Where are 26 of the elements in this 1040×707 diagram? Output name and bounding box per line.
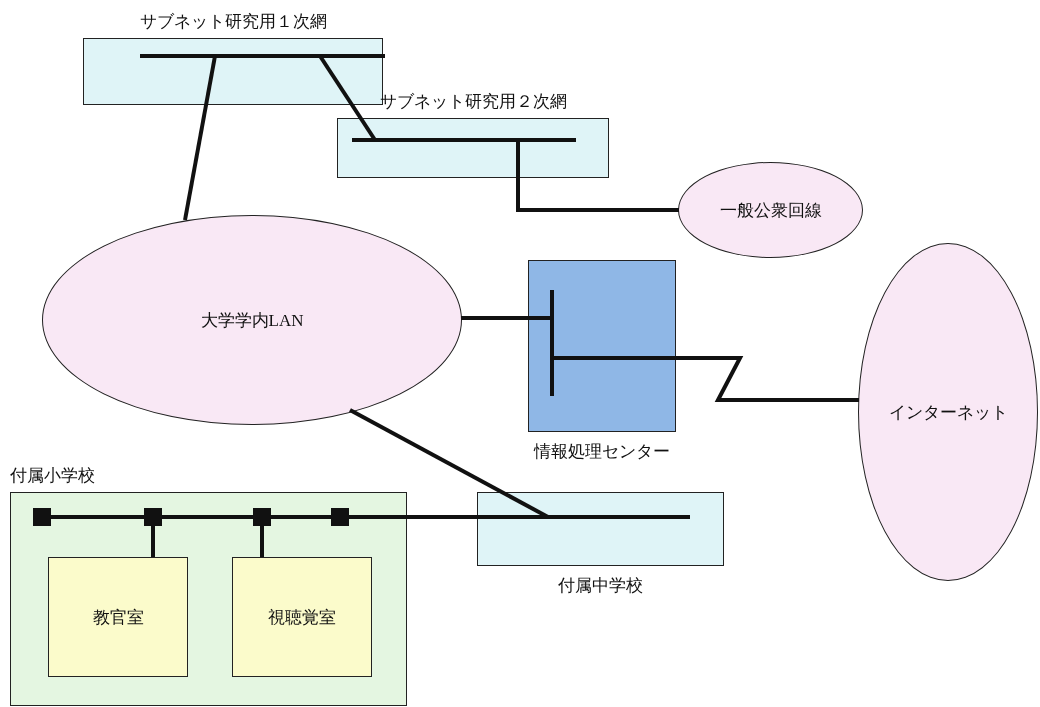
- room-label: 教官室: [92, 606, 144, 629]
- network-line: [260, 526, 264, 557]
- network-label: 一般公衆回線: [719, 199, 822, 222]
- junction-square: [253, 508, 271, 526]
- network-label: インターネット: [888, 401, 1008, 424]
- junction-square: [33, 508, 51, 526]
- room-label: 視聴覚室: [268, 606, 336, 629]
- node-heading: サブネット研究用２次網: [379, 92, 567, 112]
- network-label: 大学学内LAN: [200, 309, 304, 332]
- node-heading: 付属小学校: [10, 466, 95, 486]
- room-box: [48, 557, 188, 677]
- node-heading: 付属中学校: [558, 576, 643, 596]
- network-line: [271, 515, 331, 519]
- node-heading: 情報処理センター: [534, 442, 670, 462]
- junction-square: [144, 508, 162, 526]
- network-line: [162, 515, 253, 519]
- room-box: [232, 557, 372, 677]
- network-line: [51, 515, 144, 519]
- network-line: [183, 55, 217, 221]
- zigzag-link-line: [552, 356, 859, 402]
- node-heading: サブネット研究用１次網: [139, 12, 327, 32]
- network-line: [516, 140, 679, 212]
- network-line: [461, 316, 552, 320]
- junction-square: [331, 508, 349, 526]
- network-line: [151, 526, 155, 557]
- network-line: [349, 515, 548, 519]
